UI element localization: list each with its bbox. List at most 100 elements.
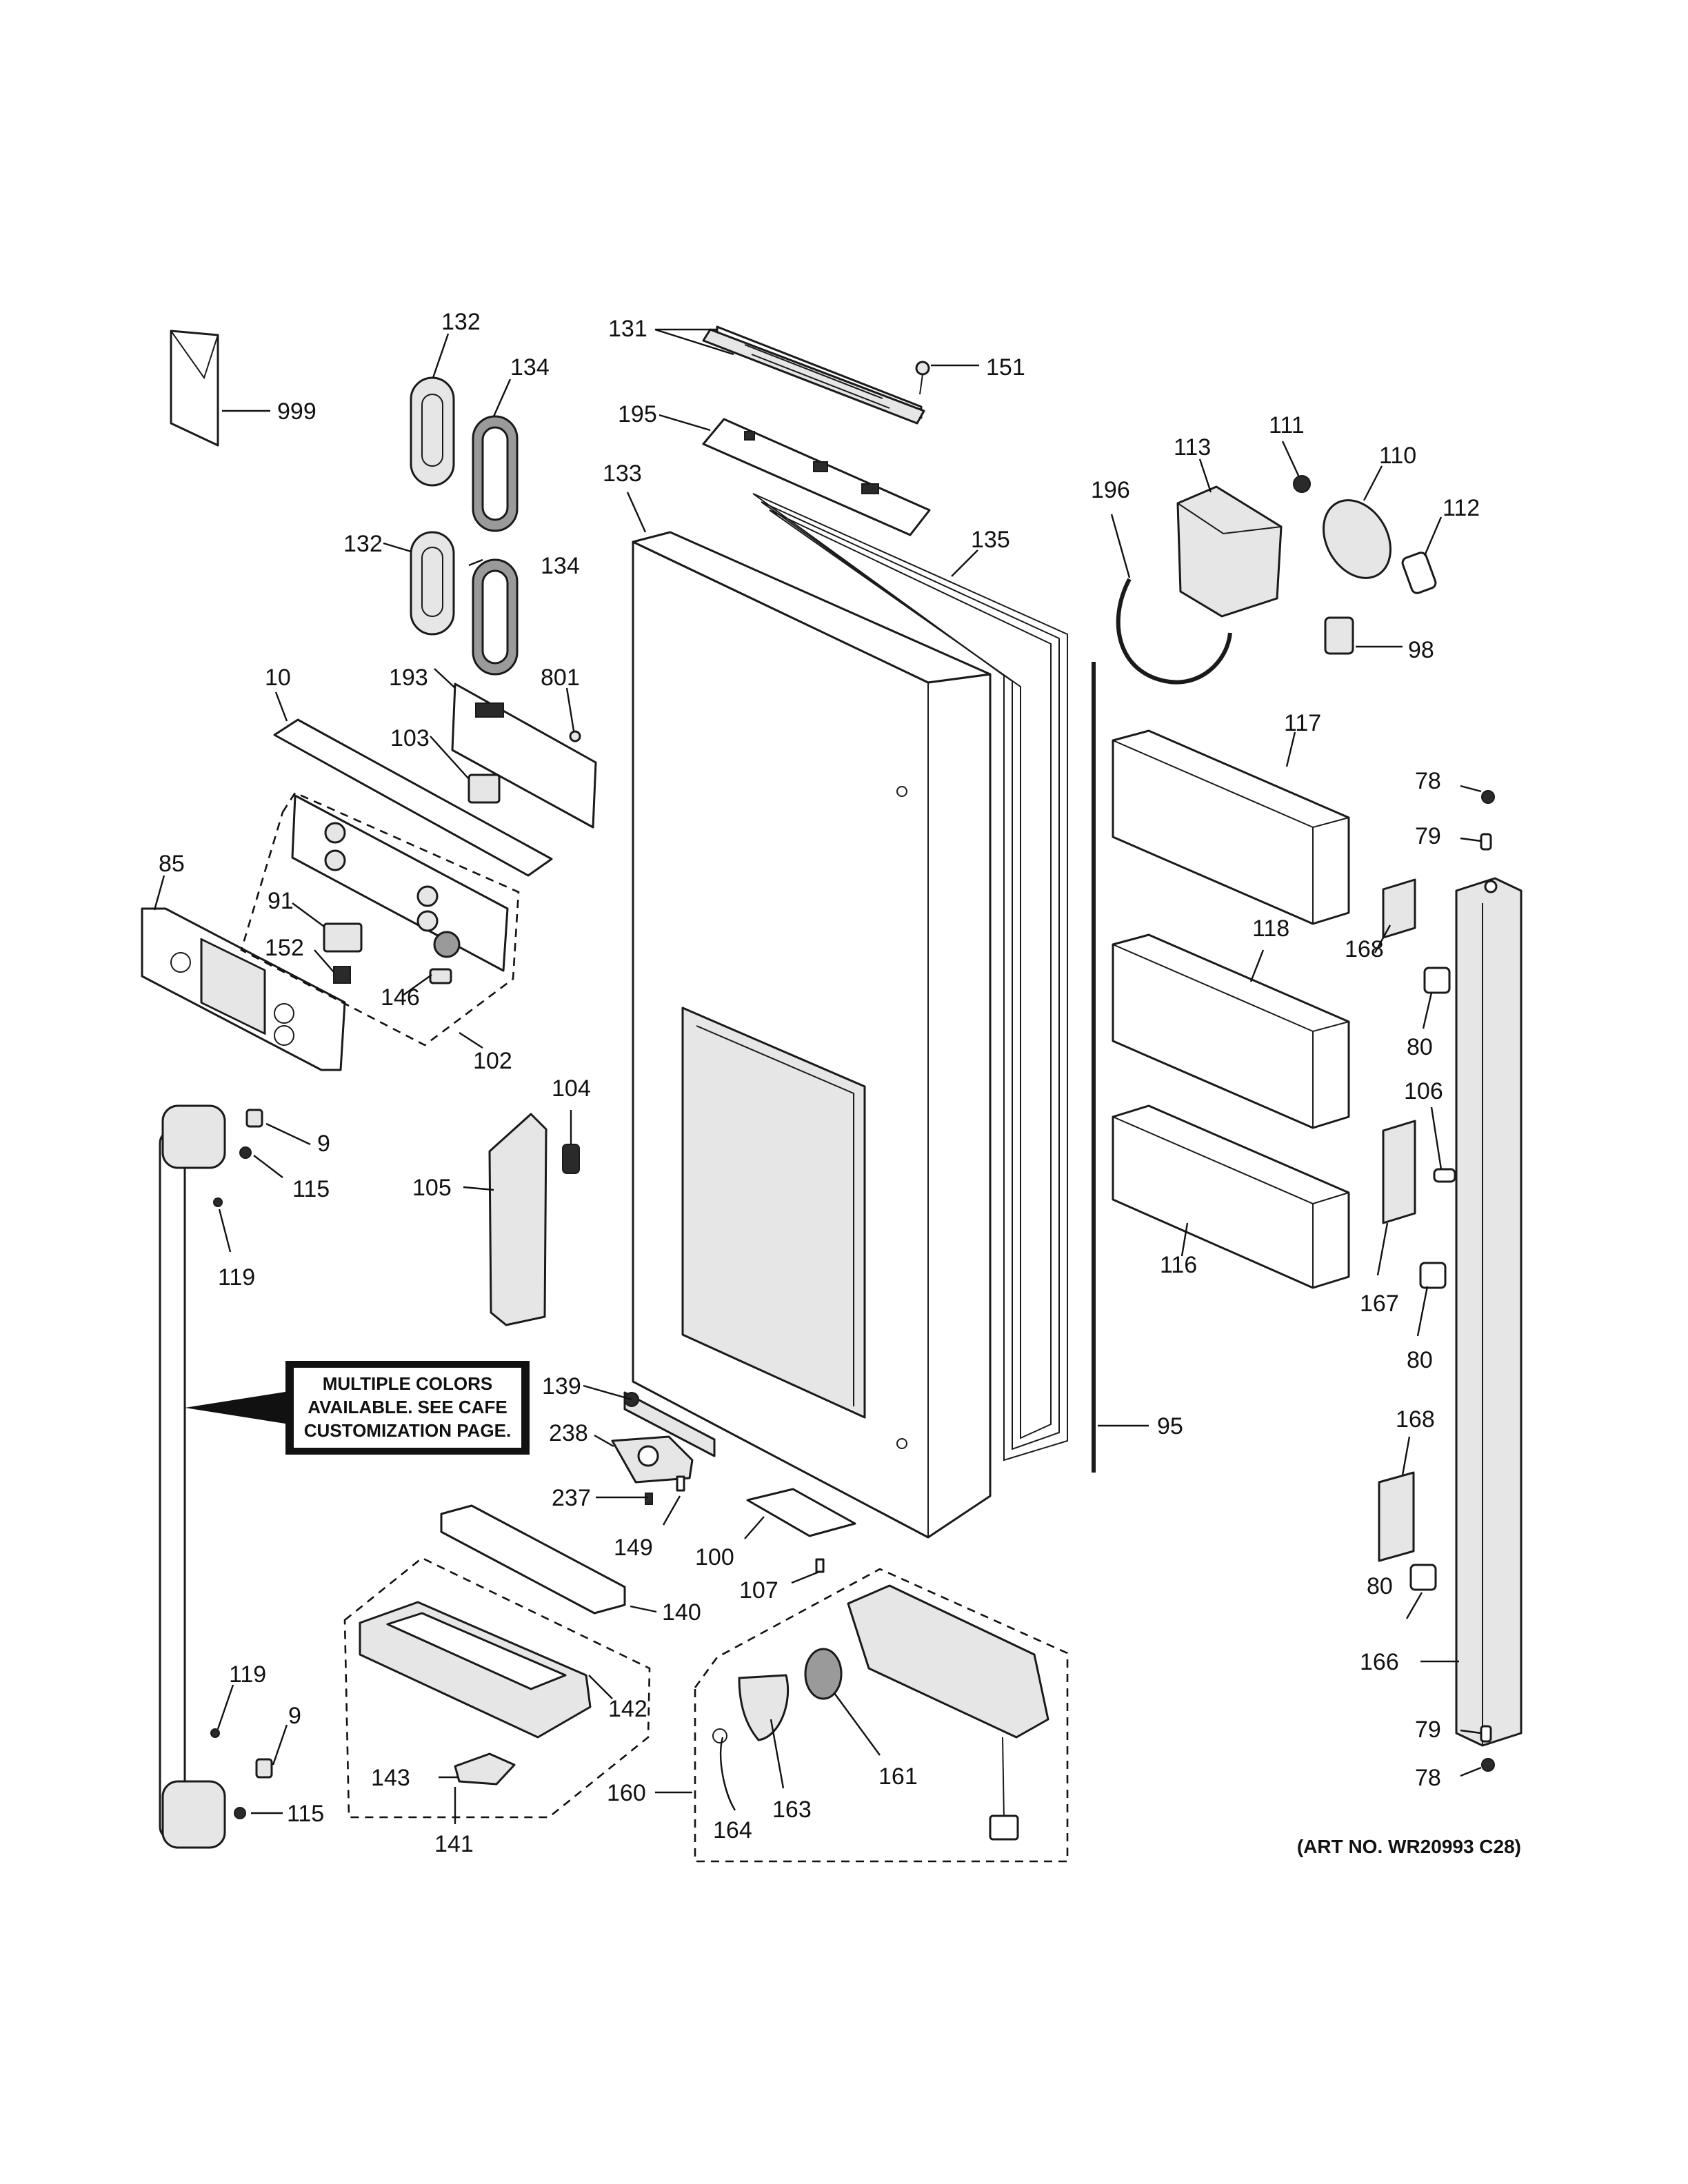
callout-102: 102: [473, 1048, 512, 1074]
part-9-screw-top: [245, 1109, 263, 1128]
callout-119: 119: [229, 1661, 266, 1688]
callout-119: 119: [218, 1264, 255, 1291]
part-112-bushing: [1401, 552, 1437, 594]
part-98-clip: [1324, 616, 1354, 655]
part-135-gasket: [752, 493, 1068, 1462]
part-80-bushing-b: [1419, 1262, 1447, 1289]
part-91-switch: [323, 922, 363, 953]
part-100-board: [746, 1488, 856, 1537]
part-168-hinge-lower: [1378, 1471, 1415, 1562]
callout-193: 193: [389, 665, 428, 691]
callout-80: 80: [1367, 1573, 1393, 1599]
callout-140: 140: [662, 1599, 701, 1626]
callout-141: 141: [434, 1831, 474, 1857]
art-number: (ART NO. WR20993 C28): [1297, 1836, 1521, 1857]
callout-152: 152: [265, 935, 304, 961]
callout-195: 195: [618, 401, 657, 427]
callout-105: 105: [412, 1175, 452, 1201]
part-160-motor: [847, 1584, 1049, 1841]
callout-143: 143: [371, 1765, 410, 1791]
part-146-light: [429, 968, 452, 984]
part-78-spring-bottom: [1481, 1758, 1495, 1772]
callout-115: 115: [292, 1176, 330, 1202]
callout-labels: 999 132 134 132 134 131 151 195 133 135 …: [159, 309, 1480, 1857]
part-238-bracket: [611, 1435, 694, 1484]
part-113-chute: [1176, 485, 1283, 618]
part-78-spring-top: [1481, 790, 1495, 804]
part-140-trim: [440, 1504, 626, 1615]
callout-166: 166: [1360, 1649, 1399, 1675]
part-134-paddle-lower: [472, 558, 519, 676]
callout-134: 134: [541, 553, 580, 579]
callout-164: 164: [713, 1817, 752, 1843]
callout-167: 167: [1360, 1291, 1399, 1317]
part-195-board: [702, 418, 931, 536]
part-116-bin: [1112, 1104, 1350, 1289]
callout-79: 79: [1415, 823, 1441, 849]
part-80-bushing-c: [1409, 1564, 1437, 1591]
callout-131: 131: [608, 316, 647, 342]
note-line-3: CUSTOMIZATION PAGE.: [304, 1420, 511, 1441]
part-143-clip: [454, 1752, 516, 1786]
part-133-door: [632, 531, 992, 1539]
callout-10: 10: [265, 665, 291, 691]
callout-110: 110: [1379, 443, 1416, 469]
callout-146: 146: [381, 984, 420, 1011]
callout-9: 9: [288, 1703, 301, 1729]
callout-132: 132: [441, 309, 481, 335]
part-193-board: [451, 682, 597, 829]
part-166-strip: [1455, 877, 1523, 1747]
part-102-ui-housing: [291, 794, 509, 972]
note-box-inner: [294, 1368, 521, 1448]
note-pointer: [185, 1391, 290, 1424]
part-110-cap: [1323, 499, 1391, 579]
callout-196: 196: [1091, 477, 1130, 503]
leader-lines: [153, 328, 1482, 1824]
callout-161: 161: [878, 1763, 918, 1790]
part-80-bushing-a: [1423, 967, 1451, 994]
callout-238: 238: [549, 1420, 588, 1446]
part-111-spring: [1293, 475, 1311, 493]
part-118-bin: [1112, 933, 1350, 1129]
part-119-plug-top: [213, 1197, 223, 1207]
callout-100: 100: [695, 1544, 734, 1570]
callout-237: 237: [552, 1485, 591, 1511]
callout-103: 103: [390, 725, 430, 751]
callout-999: 999: [277, 398, 316, 425]
callout-151: 151: [986, 354, 1025, 381]
part-79-pin-top: [1480, 833, 1492, 851]
callout-79: 79: [1415, 1717, 1441, 1743]
note-line-1: MULTIPLE COLORS: [323, 1373, 493, 1394]
part-handle: [159, 1104, 226, 1849]
callout-132: 132: [343, 531, 383, 557]
callout-85: 85: [159, 851, 185, 877]
part-152-switch: [333, 966, 351, 984]
callout-801: 801: [541, 665, 580, 691]
callout-113: 113: [1174, 434, 1211, 461]
callout-104: 104: [552, 1075, 591, 1102]
callout-91: 91: [268, 888, 294, 914]
callout-160: 160: [607, 1780, 646, 1806]
callout-9: 9: [317, 1131, 330, 1157]
part-149-screw: [676, 1475, 685, 1492]
part-168-hinge-upper: [1382, 878, 1416, 939]
part-131-label: [702, 325, 925, 425]
callout-95: 95: [1157, 1413, 1183, 1439]
part-10-bracket: [273, 718, 553, 877]
callout-139: 139: [542, 1373, 581, 1399]
callout-134: 134: [510, 354, 550, 381]
group-160-outline: [694, 1568, 1069, 1863]
part-132-paddle-lower: [410, 531, 455, 636]
part-134-paddle-upper: [472, 415, 519, 532]
part-115-setscrew-bottom: [234, 1807, 246, 1819]
callout-168: 168: [1345, 936, 1384, 962]
part-237-screw: [645, 1493, 653, 1505]
callout-117: 117: [1284, 710, 1321, 736]
callout-118: 118: [1252, 916, 1289, 942]
part-151-screw: [915, 361, 930, 395]
group-141-outline: [343, 1557, 651, 1819]
part-119-plug-bottom: [210, 1728, 220, 1738]
group-102-outline: [240, 791, 520, 1046]
part-105-lever: [488, 1113, 547, 1326]
